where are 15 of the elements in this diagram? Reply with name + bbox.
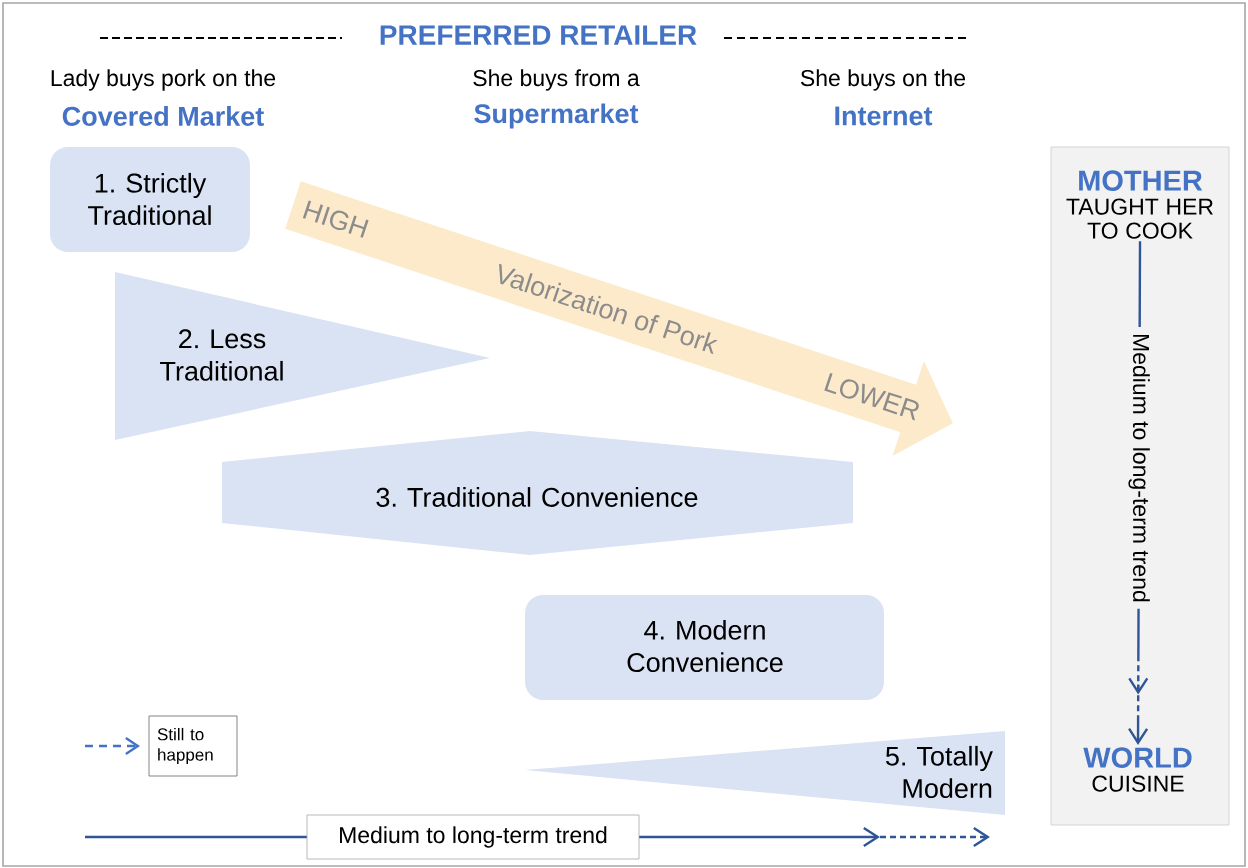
title: PREFERRED RETAILER (380, 25, 697, 45)
retailer-name: Supermarket (474, 103, 639, 129)
retailer-name: Covered Market (62, 106, 264, 126)
retailer-caption: She buys on the (800, 69, 966, 91)
retailer-name: Internet (835, 106, 933, 126)
rounded-box: 4. Modern Convenience (525, 595, 884, 700)
side-panel (1050, 146, 1230, 826)
legend-box: Still to happen (148, 715, 238, 777)
retailer-caption: Lady buys pork on the (51, 69, 276, 91)
rounded-box: 1. Strictly Traditional (50, 147, 250, 252)
trend-label: Medium to long-term trend (306, 814, 640, 860)
panel-heading: MOTHER TAUGHT HER TO COOK (1066, 170, 1213, 239)
retailer-caption: She buys from a (473, 69, 640, 91)
panel-heading: WORLD CUISINE (1083, 747, 1192, 792)
edge-label: Medium to long-term trend (1122, 327, 1156, 609)
